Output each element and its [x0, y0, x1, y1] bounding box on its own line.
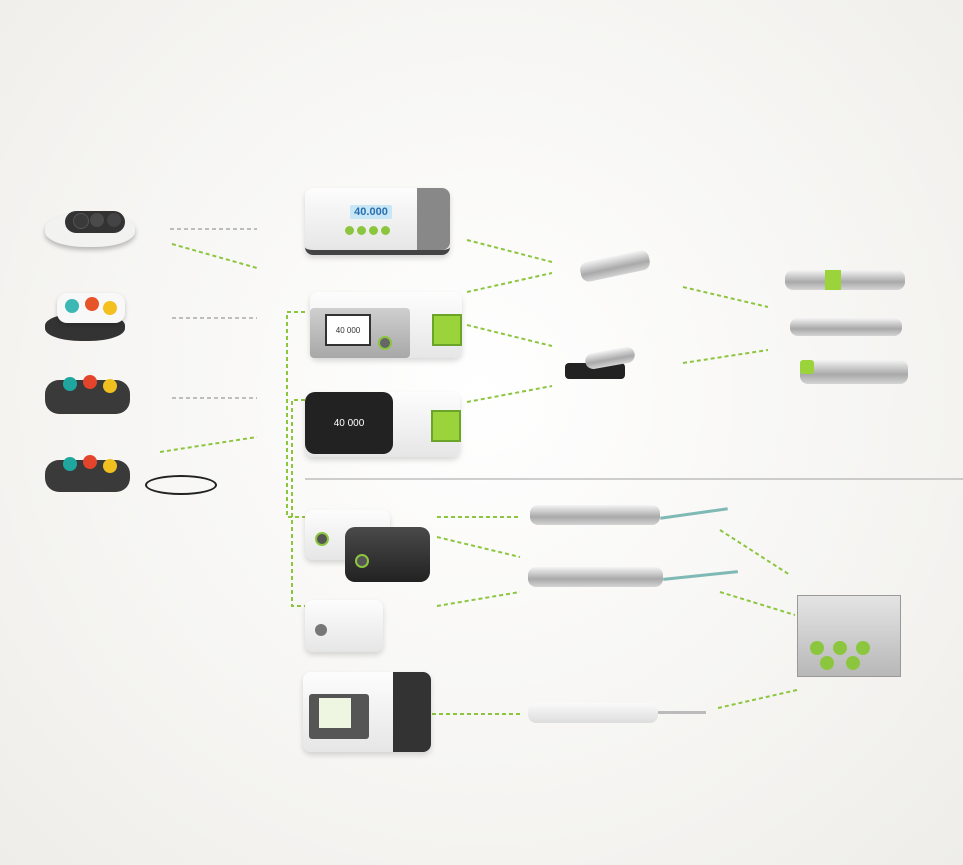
piezo-handpiece-3 [528, 703, 658, 723]
control-unit-3: 40 000 [305, 392, 461, 457]
bracket-green [291, 399, 305, 607]
piezo-handpiece-1 [530, 505, 660, 525]
surgical-unit [303, 672, 431, 752]
control-unit-2: 40 000 [310, 292, 462, 358]
piezo-unit-black [345, 527, 430, 582]
piezo-handpiece-2 [528, 567, 663, 587]
connector-green [159, 436, 258, 453]
foot-control-4-cable [45, 435, 217, 495]
micromotor [570, 248, 660, 284]
unit-1-display: 40.000 [354, 206, 388, 218]
contra-angle-handpiece [800, 360, 908, 384]
foot-control-3 [45, 355, 130, 420]
motor-in-holder [565, 345, 670, 405]
unit-2-display: 40 000 [335, 325, 361, 335]
control-unit-1: 40.000 [305, 188, 450, 255]
foot-control-1 [45, 193, 135, 255]
bracket-green [286, 311, 305, 518]
straight-handpiece [785, 270, 905, 290]
foot-control-2 [45, 275, 130, 345]
connector-green [171, 243, 258, 269]
unit-3-display: 40 000 [333, 417, 365, 429]
straight-handpiece-2 [790, 318, 902, 336]
piezo-module [305, 600, 383, 652]
piezo-tip-kit [797, 595, 901, 677]
